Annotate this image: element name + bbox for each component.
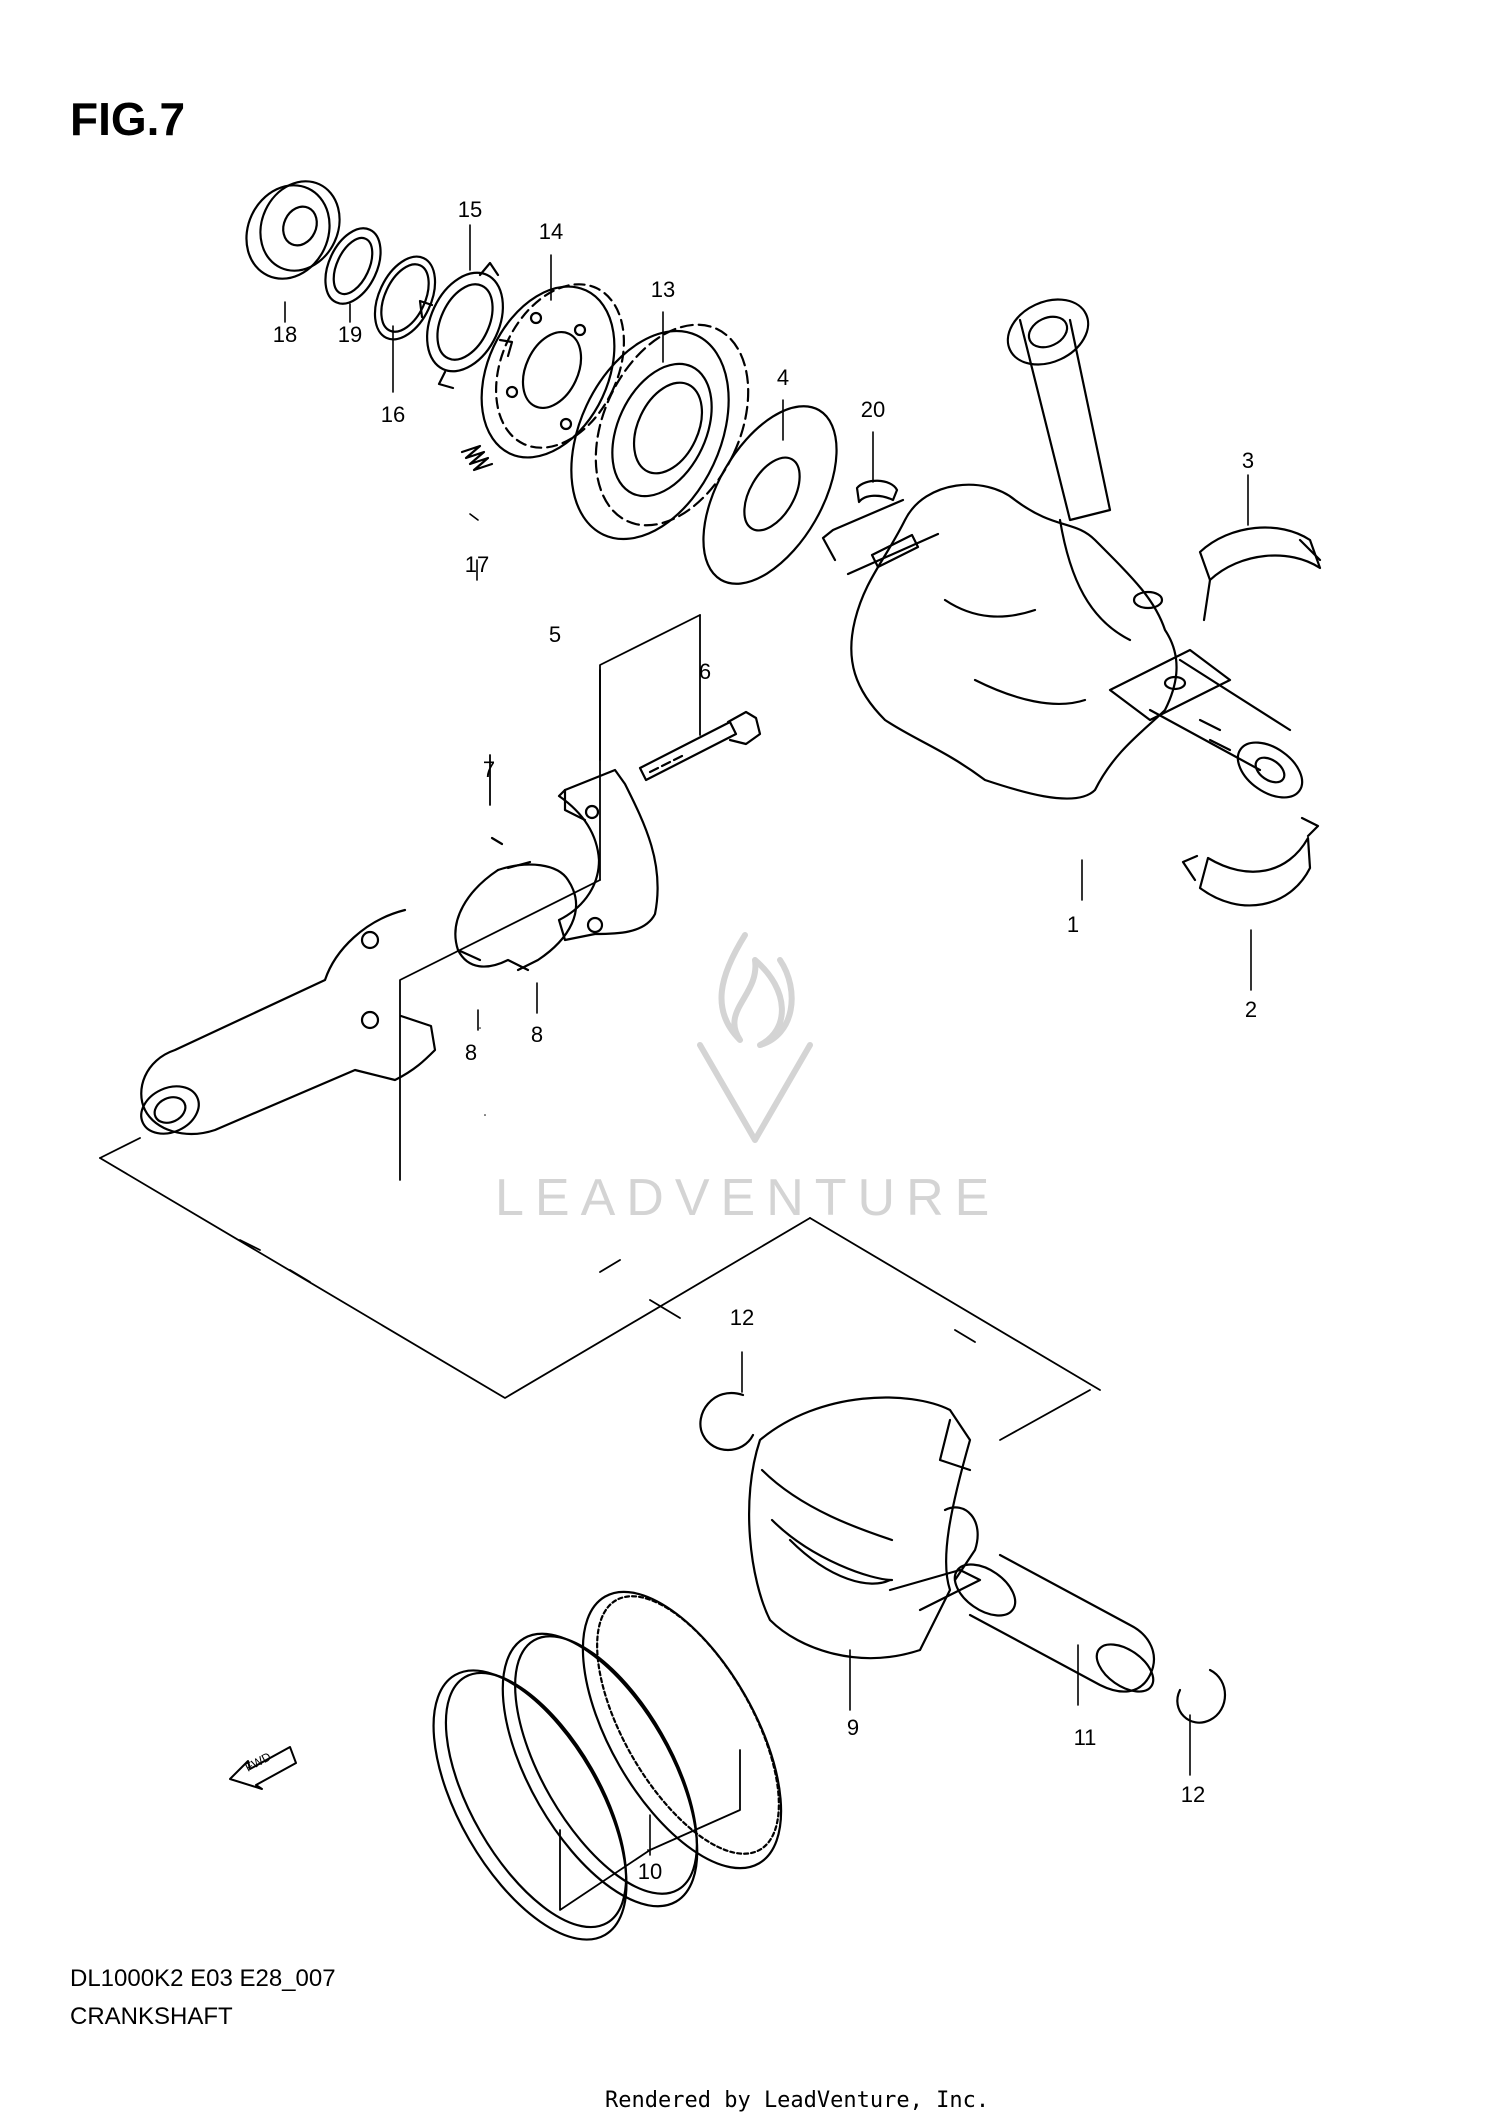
piston-pin-11	[953, 1553, 1155, 1693]
leader-lines	[284, 224, 1252, 1856]
washer-19	[324, 227, 382, 305]
circlip-12a	[699, 1392, 755, 1451]
rod-bearing-8b	[496, 860, 578, 972]
exploded-outline	[99, 1137, 1101, 1441]
spring-17	[460, 444, 494, 472]
bearing-shell-3	[1198, 526, 1322, 622]
model-code: DL1000K2 E03 E28_007	[70, 1965, 336, 1992]
piston-ring-10a	[432, 1669, 628, 1941]
watermark-text: LEADVENTURE	[495, 1169, 1001, 1227]
callout-5[interactable]: 5	[548, 622, 562, 647]
callout-10[interactable]: 10	[637, 1859, 663, 1884]
piston-ring-10c	[581, 1590, 783, 1870]
circlip-16	[373, 255, 437, 341]
bolt-6	[638, 710, 762, 782]
lock-washer-15	[418, 261, 514, 390]
callout-12b[interactable]: 12	[1180, 1782, 1206, 1807]
callout-4[interactable]: 4	[776, 365, 790, 390]
callout-14[interactable]: 14	[538, 219, 564, 244]
rod-cap	[557, 768, 659, 942]
callout-15[interactable]: 15	[457, 197, 483, 222]
section-name: CRANKSHAFT	[70, 2003, 233, 2030]
footer-credit: Rendered by LeadVenture, Inc.	[605, 2088, 990, 2113]
callout-7[interactable]: 7	[482, 757, 496, 782]
callout-8a[interactable]: 8	[464, 1040, 478, 1065]
callout-2[interactable]: 2	[1244, 997, 1258, 1022]
callout-11[interactable]: 11	[1073, 1725, 1097, 1750]
piston-9	[748, 1396, 982, 1660]
bracket-5	[399, 614, 701, 1181]
leadventure-logo-watermark	[697, 932, 813, 1143]
callout-9[interactable]: 9	[846, 1715, 860, 1740]
connecting-rod	[140, 908, 437, 1135]
callout-16[interactable]: 16	[380, 402, 406, 427]
rod-bearing-8a	[454, 868, 530, 972]
key-20	[855, 479, 899, 504]
figure-title: FIG.7	[70, 93, 186, 145]
fwd-arrow-icon	[229, 1746, 297, 1790]
bearing-shell-2	[1181, 816, 1320, 907]
callout-20[interactable]: 20	[860, 397, 886, 422]
washer-4	[702, 405, 838, 585]
callout-1[interactable]: 1	[1066, 912, 1080, 937]
circlip-12b	[1176, 1668, 1226, 1724]
gear-14	[480, 283, 626, 459]
callout-8b[interactable]: 8	[530, 1022, 544, 1047]
callout-12a[interactable]: 12	[729, 1305, 755, 1330]
piston-ring-10b	[501, 1632, 699, 1908]
dowel-7	[490, 836, 504, 846]
callout-13[interactable]: 13	[650, 277, 676, 302]
callout-3[interactable]: 3	[1241, 448, 1255, 473]
callout-17[interactable]: 17	[464, 552, 490, 577]
nut-18	[245, 180, 341, 280]
callout-19[interactable]: 19	[337, 322, 363, 347]
callout-18[interactable]: 18	[272, 322, 298, 347]
crankshaft-1	[821, 298, 1304, 800]
callout-6[interactable]: 6	[698, 659, 712, 684]
